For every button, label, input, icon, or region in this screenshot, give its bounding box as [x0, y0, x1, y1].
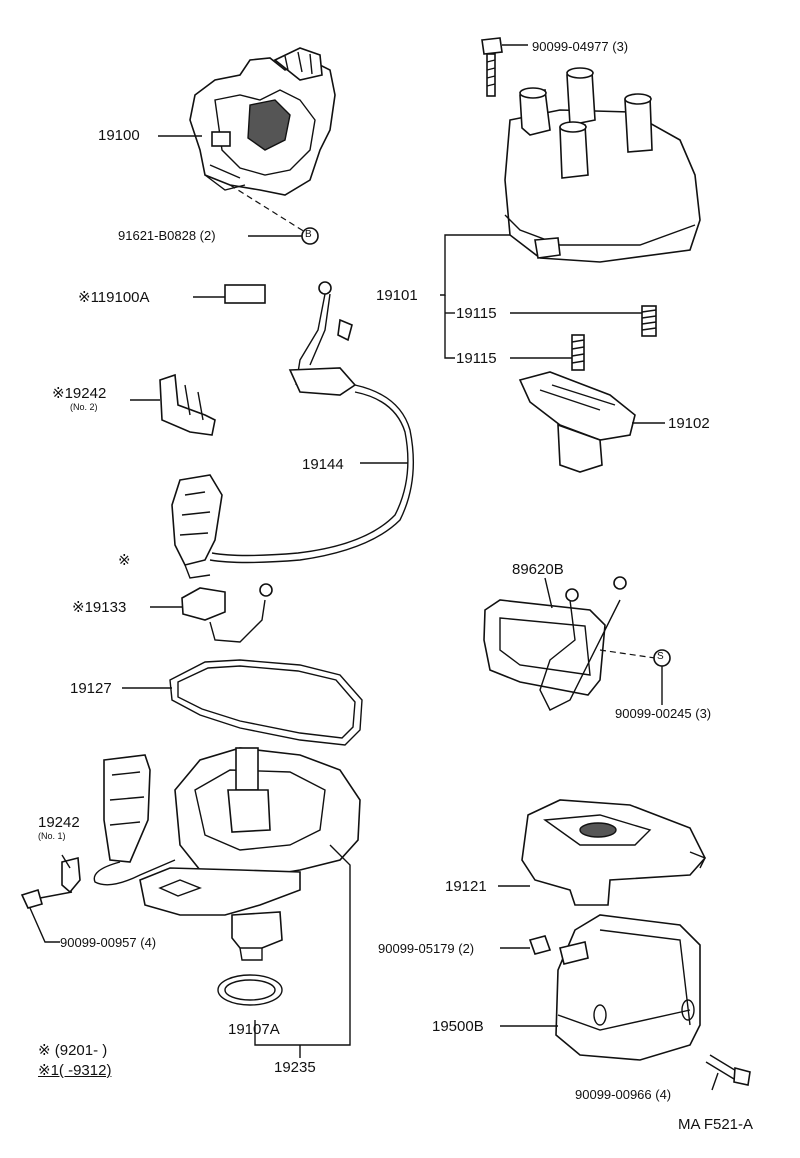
label-19242-no2: ※19242: [52, 385, 107, 402]
label-19107a: 19107A: [228, 1021, 280, 1038]
leader-19242-1: [61, 854, 71, 869]
bolt-00966: [705, 1054, 751, 1086]
leader-19235: [254, 844, 351, 1046]
label-19242-no1: 19242: [38, 814, 80, 831]
gasket-19127: [169, 659, 363, 746]
distributor-assembly: [189, 47, 336, 233]
label-no1: (No. 1): [38, 831, 66, 841]
label-19133: ※19133: [72, 599, 127, 616]
housing-19500b: [555, 914, 701, 1061]
side-connector: [20, 754, 176, 909]
legend-line-2: ※1( -9312): [38, 1062, 112, 1079]
leader-19101: [440, 234, 510, 296]
distributor-cap: [504, 67, 701, 263]
cap-bolt: [481, 37, 503, 97]
label-19144: 19144: [302, 456, 344, 473]
wire-harness: [171, 281, 414, 579]
label-19500b: 19500B: [432, 1018, 484, 1035]
label-mark: ※: [118, 552, 131, 569]
label-s-symbol: S: [657, 651, 664, 662]
spring-upper: [641, 305, 657, 337]
housing-assembly: [139, 747, 361, 961]
igniter-module: [483, 576, 656, 711]
label-19115-lower: 19115: [456, 350, 497, 367]
label-b-symbol: B: [305, 229, 312, 240]
rotor: [518, 371, 636, 473]
label-91621-b0828: 91621-B0828 (2): [118, 228, 216, 243]
leader-00957: [29, 907, 60, 943]
label-19121: 19121: [445, 878, 487, 895]
label-90099-00966: 90099-00966 (4): [575, 1087, 672, 1102]
bolt-05179: [528, 935, 552, 955]
label-19115-upper: 19115: [456, 305, 497, 322]
label-90099-05179: 90099-05179 (2): [378, 941, 475, 956]
label-19100a: ※119100A: [78, 289, 150, 306]
leader-19115-branch: [444, 295, 455, 359]
label-90099-04977: 90099-04977 (3): [532, 39, 629, 54]
label-no2: (No. 2): [70, 402, 98, 412]
o-ring-19107a: [217, 974, 283, 1006]
leader-00966: [711, 1072, 719, 1091]
label-plate: [224, 284, 266, 304]
legend-line-1: ※ (9201- ): [38, 1042, 108, 1059]
spring-lower: [571, 334, 585, 371]
label-19235: 19235: [274, 1059, 316, 1076]
label-19101: 19101: [376, 287, 418, 304]
label-90099-00245: 90099-00245 (3): [615, 706, 712, 721]
clamp-no2: [159, 373, 216, 436]
cover-19121: [521, 799, 706, 906]
label-19127: 19127: [70, 680, 112, 697]
label-89620b: 89620B: [512, 561, 564, 578]
leader-89620b: [544, 577, 553, 609]
sensor-19133: [181, 583, 273, 643]
diagram-code: MA F521-A: [678, 1116, 754, 1133]
label-19102: 19102: [668, 415, 710, 432]
label-90099-00957: 90099-00957 (4): [60, 935, 157, 950]
label-19100: 19100: [98, 127, 140, 144]
